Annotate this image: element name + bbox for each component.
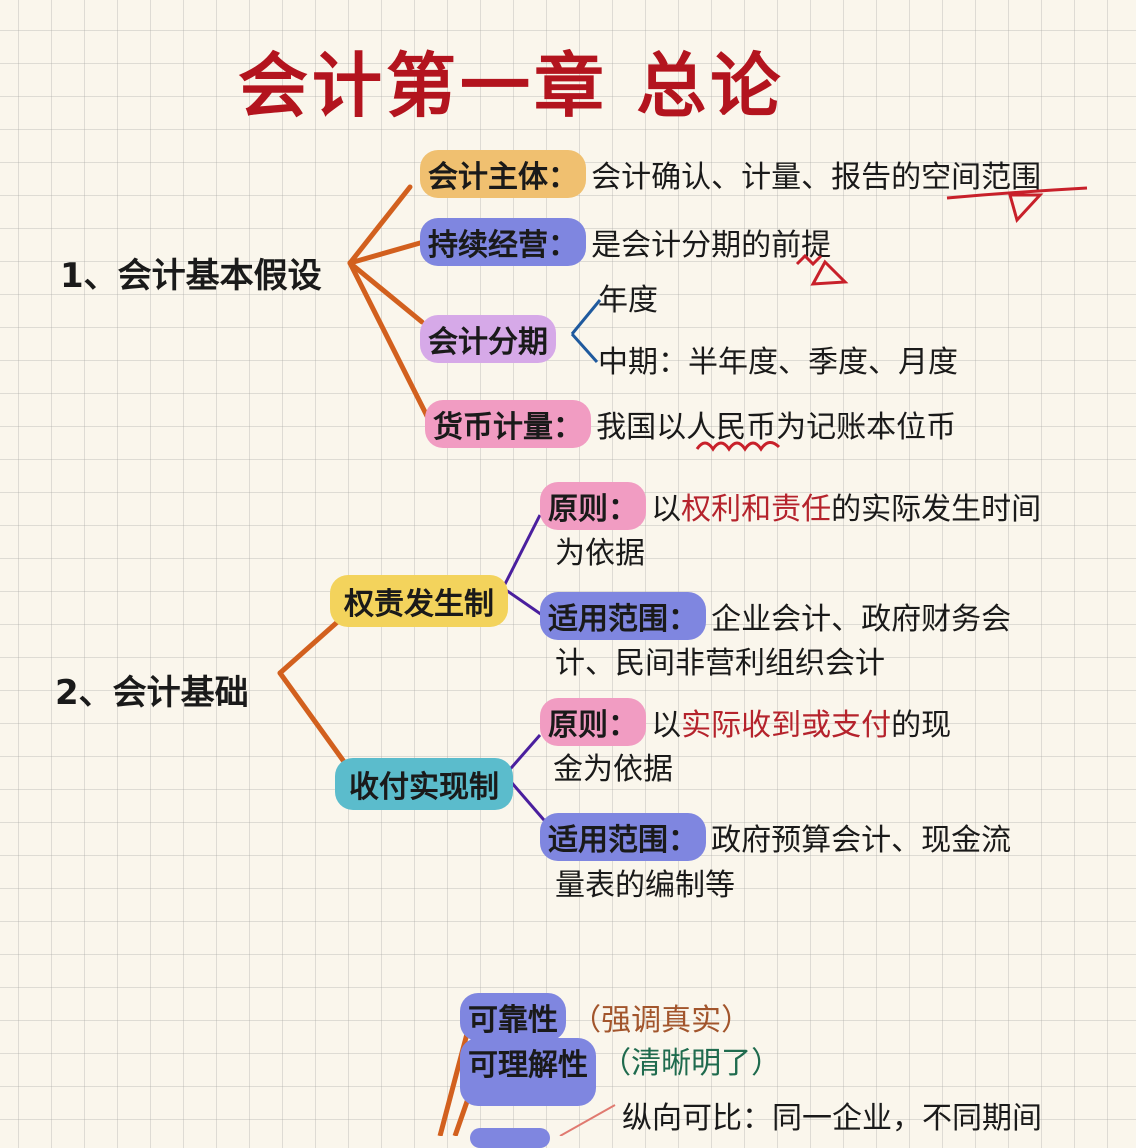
section2-heading: 2、会计基础 bbox=[55, 673, 249, 713]
tag-comparability-partial bbox=[470, 1128, 550, 1148]
red-wavy-underline bbox=[695, 441, 781, 452]
assumption-going-concern: 持续经营： 是会计分期的前提 bbox=[420, 218, 831, 266]
going-concern-description: 是会计分期的前提 bbox=[591, 228, 832, 263]
tag-going-concern: 持续经营： bbox=[420, 218, 586, 266]
page-title: 会计第一章 总论 bbox=[238, 45, 785, 127]
quality-understandability: 可理解性 （清晰明了） bbox=[460, 1038, 781, 1106]
tag-accrual-basis: 权责发生制 bbox=[330, 575, 508, 627]
accrual-principle-line2: 为依据 bbox=[555, 536, 645, 571]
principle-highlight: 实际收到或支付 bbox=[681, 708, 892, 743]
principle-highlight: 权利和责任 bbox=[681, 492, 832, 527]
tag-monetary-measurement: 货币计量： bbox=[425, 400, 591, 448]
scope-line1: 政府预算会计、现金流 bbox=[711, 823, 1012, 858]
assumption-accounting-period: 会计分期 bbox=[420, 315, 556, 363]
accrual-principle: 原则： 以权利和责任的实际发生时间 bbox=[540, 482, 1041, 530]
assumption-monetary-measurement: 货币计量： 我国以人民币为记账本位币 bbox=[425, 400, 956, 448]
period-annual: 年度 bbox=[598, 283, 658, 318]
comparability-vertical: 纵向可比：同一企业，不同期间 bbox=[622, 1101, 1042, 1136]
cash-scope: 适用范围： 政府预算会计、现金流 bbox=[540, 813, 1011, 861]
red-triangle-mark bbox=[795, 253, 849, 286]
tag-scope: 适用范围： bbox=[540, 592, 706, 640]
entity-description: 会计确认、计量、报告的空间范围 bbox=[591, 160, 1042, 195]
cash-principle: 原则： 以实际收到或支付的现 bbox=[540, 698, 951, 746]
accrual-basis-node: 权责发生制 bbox=[330, 575, 508, 627]
accrual-scope-line2: 计、民间非营利组织会计 bbox=[555, 646, 885, 681]
quality-reliability: 可靠性 （强调真实） bbox=[460, 993, 751, 1041]
accrual-scope: 适用范围： 企业会计、政府财务会 bbox=[540, 592, 1011, 640]
red-underline-triangle-mark bbox=[946, 186, 1088, 223]
reliability-note: （强调真实） bbox=[571, 1003, 752, 1038]
principle-text-pre: 以 bbox=[651, 708, 682, 743]
cash-principle-line2: 金为依据 bbox=[553, 752, 673, 787]
section1-heading: 1、会计基本假设 bbox=[60, 256, 322, 296]
principle-text-post: 的现 bbox=[891, 708, 952, 743]
tag-principle: 原则： bbox=[540, 698, 646, 746]
scope-line1: 企业会计、政府财务会 bbox=[711, 602, 1012, 637]
tag-reliability: 可靠性 bbox=[460, 993, 566, 1041]
principle-text-pre: 以 bbox=[651, 492, 682, 527]
period-interim: 中期：半年度、季度、月度 bbox=[598, 345, 958, 380]
cash-basis-node: 收付实现制 bbox=[335, 758, 513, 810]
assumption-entity: 会计主体： 会计确认、计量、报告的空间范围 bbox=[420, 150, 1041, 198]
cash-scope-line2: 量表的编制等 bbox=[555, 868, 735, 903]
tag-scope: 适用范围： bbox=[540, 813, 706, 861]
tag-understandability: 可理解性 bbox=[460, 1038, 596, 1106]
tag-accounting-entity: 会计主体： bbox=[420, 150, 586, 198]
tag-accounting-period: 会计分期 bbox=[420, 315, 556, 363]
principle-text-post: 的实际发生时间 bbox=[831, 492, 1042, 527]
tag-cash-basis: 收付实现制 bbox=[335, 758, 513, 810]
understandability-note: （清晰明了） bbox=[601, 1046, 782, 1081]
monetary-description: 我国以人民币为记账本位币 bbox=[596, 410, 957, 445]
tag-principle: 原则： bbox=[540, 482, 646, 530]
